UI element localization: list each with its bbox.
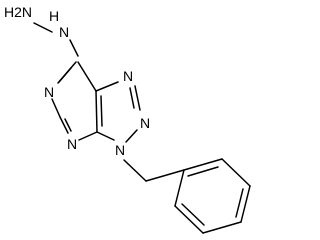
bond-n2-n3	[125, 129, 138, 143]
bond-n1-n2-double	[129, 87, 135, 109]
bond-n6-c5	[51, 98, 61, 118]
bond-nh-c7	[69, 39, 79, 57]
bond-ph6-ph1	[174, 169, 185, 207]
triazole-n1-label: N	[123, 68, 133, 84]
bond-n3-ch2	[123, 159, 147, 182]
bond-ph3-ph4-inner	[235, 188, 244, 218]
bond-nh2-nh	[33, 22, 53, 33]
triazole-n3-label: N	[115, 142, 125, 158]
bond-ph4-ph5	[202, 221, 242, 234]
bond-c7-n6-double	[58, 67, 72, 83]
benzyl-triazolopyrimidine-hydrazine-structure: H2N H N N N N N N	[4, 4, 251, 234]
bond-n4-c3a	[78, 131, 98, 141]
pyrimidine-n-top-label: N	[44, 84, 54, 100]
bond-ph2-ph3	[221, 158, 251, 187]
bond-c3a-c7a	[95, 90, 98, 133]
bond-ph3-ph4	[240, 185, 251, 223]
pyrimidine-n-bottom-label: N	[67, 136, 77, 152]
hydrazine-inner-h-label: H	[49, 8, 59, 24]
bond-ch2-phenyl	[145, 169, 185, 182]
bond-ph1-ph2-inner	[187, 166, 219, 177]
bond-c7a-n1	[95, 81, 119, 92]
atom-labels: H2N H N N N N N N	[4, 4, 150, 158]
bond-n3-c3a	[96, 131, 115, 141]
bond-ph5-ph6-inner	[181, 203, 205, 226]
triazole-n2-label: N	[140, 115, 150, 131]
bond-c3a-c7a-double	[100, 95, 103, 127]
bond-ph1-ph2	[183, 158, 223, 171]
bond-c5-n4	[59, 116, 69, 134]
bond-ph5-ph6	[174, 205, 204, 234]
hydrazine-terminal-label: H2N	[4, 4, 32, 20]
bond-n1-n2	[134, 85, 141, 111]
bond-c7a-c7	[77, 61, 97, 92]
bond-c5-n4-double	[64, 118, 72, 132]
bonds	[33, 22, 251, 234]
hydrazine-inner-n-label: N	[59, 24, 69, 40]
